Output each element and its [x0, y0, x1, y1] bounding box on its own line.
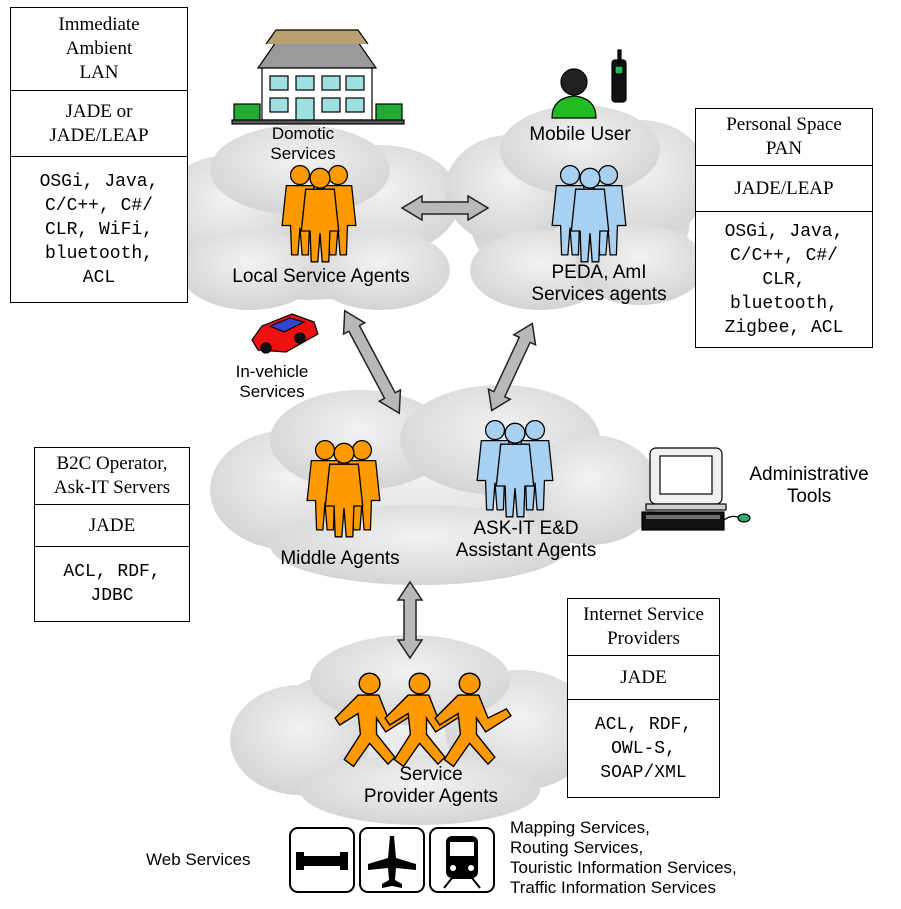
car-icon [251, 313, 319, 354]
table-immediate-ambient-lan: Immediate Ambient LAN JADE or JADE/LEAP … [10, 7, 188, 303]
domotic-services-label: Domotic Services [270, 124, 336, 163]
computer-icon [641, 447, 751, 531]
airplane-icon [359, 827, 425, 893]
table-internet-service-providers: Internet Service Providers JADE ACL, RDF… [567, 598, 720, 798]
askit-assistant-agents-label: ASK-IT E&D Assistant Agents [455, 518, 597, 561]
personal-framework-cell: JADE/LEAP [696, 165, 872, 211]
personal-tech-cell: OSGi, Java, C/C++, C#/ CLR, bluetooth, Z… [696, 211, 872, 347]
isp-tech-cell: ACL, RDF, OWL-S, SOAP/XML [568, 699, 719, 797]
b2c-header-cell: B2C Operator, Ask-IT Servers [53, 453, 171, 498]
in-vehicle-services-label: In-vehicle Services [235, 362, 309, 401]
house-icon [231, 29, 405, 125]
arrow-local-middle [342, 309, 402, 415]
middle-agents-label: Middle Agents [280, 548, 400, 569]
table-personal-space-pan: Personal Space PAN JADE/LEAP OSGi, Java,… [695, 108, 873, 348]
arrow-peda-askit [487, 322, 537, 412]
ambient-tech-cell: OSGi, Java, C/C++, C#/ CLR, WiFi, blueto… [11, 156, 187, 302]
train-icon [429, 827, 495, 893]
service-provider-agents-label: Service Provider Agents [363, 764, 499, 807]
bed-icon [289, 827, 355, 893]
ambient-framework-cell: JADE or JADE/LEAP [11, 90, 187, 156]
mobile-user-label: Mobile User [529, 124, 631, 145]
arrow-local-peda [400, 194, 490, 222]
personal-header-cell: Personal Space PAN [726, 114, 842, 159]
peda-services-agents-label: PEDA, AmI Services agents [531, 262, 667, 305]
table-b2c-operator: B2C Operator, Ask-IT Servers JADE ACL, R… [34, 447, 190, 622]
peda-agents-icon [551, 165, 627, 263]
local-service-agents-icon [281, 165, 357, 263]
web-services-list: Mapping Services, Routing Services, Tour… [510, 818, 737, 897]
middle-agents-icon [306, 440, 381, 538]
local-service-agents-label: Local Service Agents [232, 266, 410, 287]
isp-framework-cell: JADE [568, 655, 719, 699]
isp-header-cell: Internet Service Providers [583, 604, 704, 649]
b2c-framework-cell: JADE [35, 504, 189, 546]
administrative-tools-label: Administrative Tools [749, 464, 869, 507]
mobile-user-icon [551, 49, 627, 119]
ambient-header-cell: Immediate Ambient LAN [58, 14, 140, 83]
arrow-middle-provider [396, 580, 424, 660]
b2c-tech-cell: ACL, RDF, JDBC [35, 546, 189, 621]
web-services-label: Web Services [146, 850, 251, 869]
